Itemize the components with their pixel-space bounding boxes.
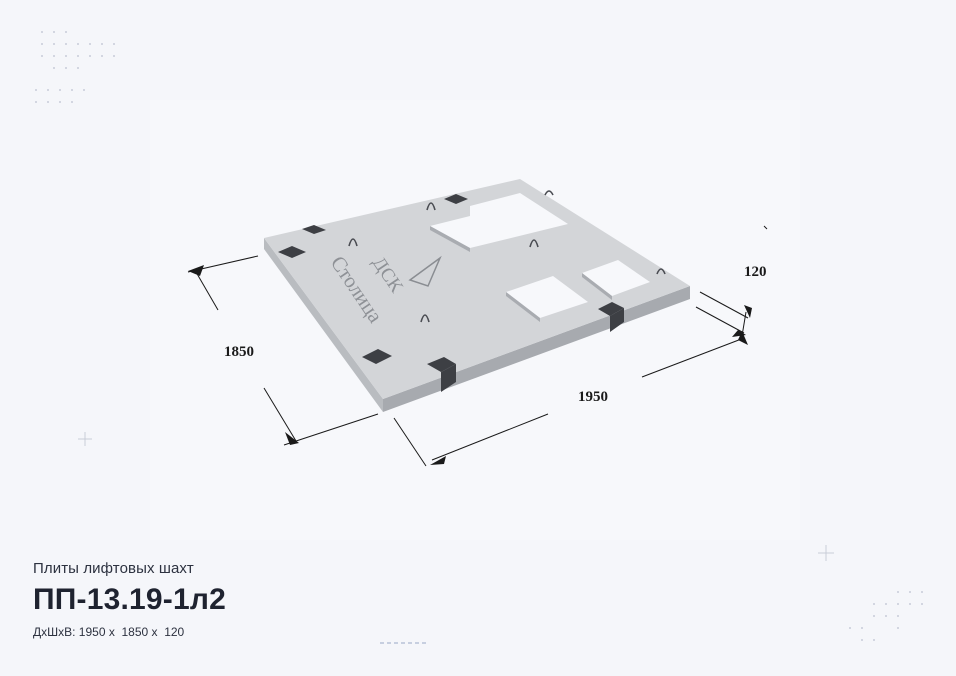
opening-3 xyxy=(582,260,650,296)
product-category: Плиты лифтовых шахт xyxy=(33,560,194,577)
dim-height-label: 120 xyxy=(744,264,767,280)
product-model: ПП-13.19-1л2 xyxy=(33,583,227,616)
plus-decoration xyxy=(78,432,834,561)
opening-1-wall xyxy=(430,226,470,252)
dot-grid-decoration xyxy=(35,31,115,103)
lifting-loops xyxy=(348,190,666,323)
dimension-arrows xyxy=(188,265,752,465)
dimension-lines xyxy=(187,225,768,467)
slab-top-face xyxy=(264,179,690,399)
opening-3-wall xyxy=(582,273,612,300)
slab-left-face xyxy=(264,238,383,412)
opening-1 xyxy=(430,193,568,248)
dim-width-label: 1850 xyxy=(224,344,254,360)
opening-2-wall xyxy=(506,292,540,322)
product-caption: Плиты лифтовых шахт ПП-13.19-1л2 ДхШхВ: … xyxy=(33,560,226,639)
steel-plates xyxy=(278,194,624,392)
dim-length-label: 1950 xyxy=(578,389,608,405)
product-dimensions: ДхШхВ: 1950 х 1850 х 120 xyxy=(33,625,185,639)
logo-triangle-icon xyxy=(408,255,442,287)
slab: ДСК Столица xyxy=(264,179,690,412)
opening-2 xyxy=(506,276,588,318)
dot-grid-decoration-br xyxy=(849,591,923,641)
